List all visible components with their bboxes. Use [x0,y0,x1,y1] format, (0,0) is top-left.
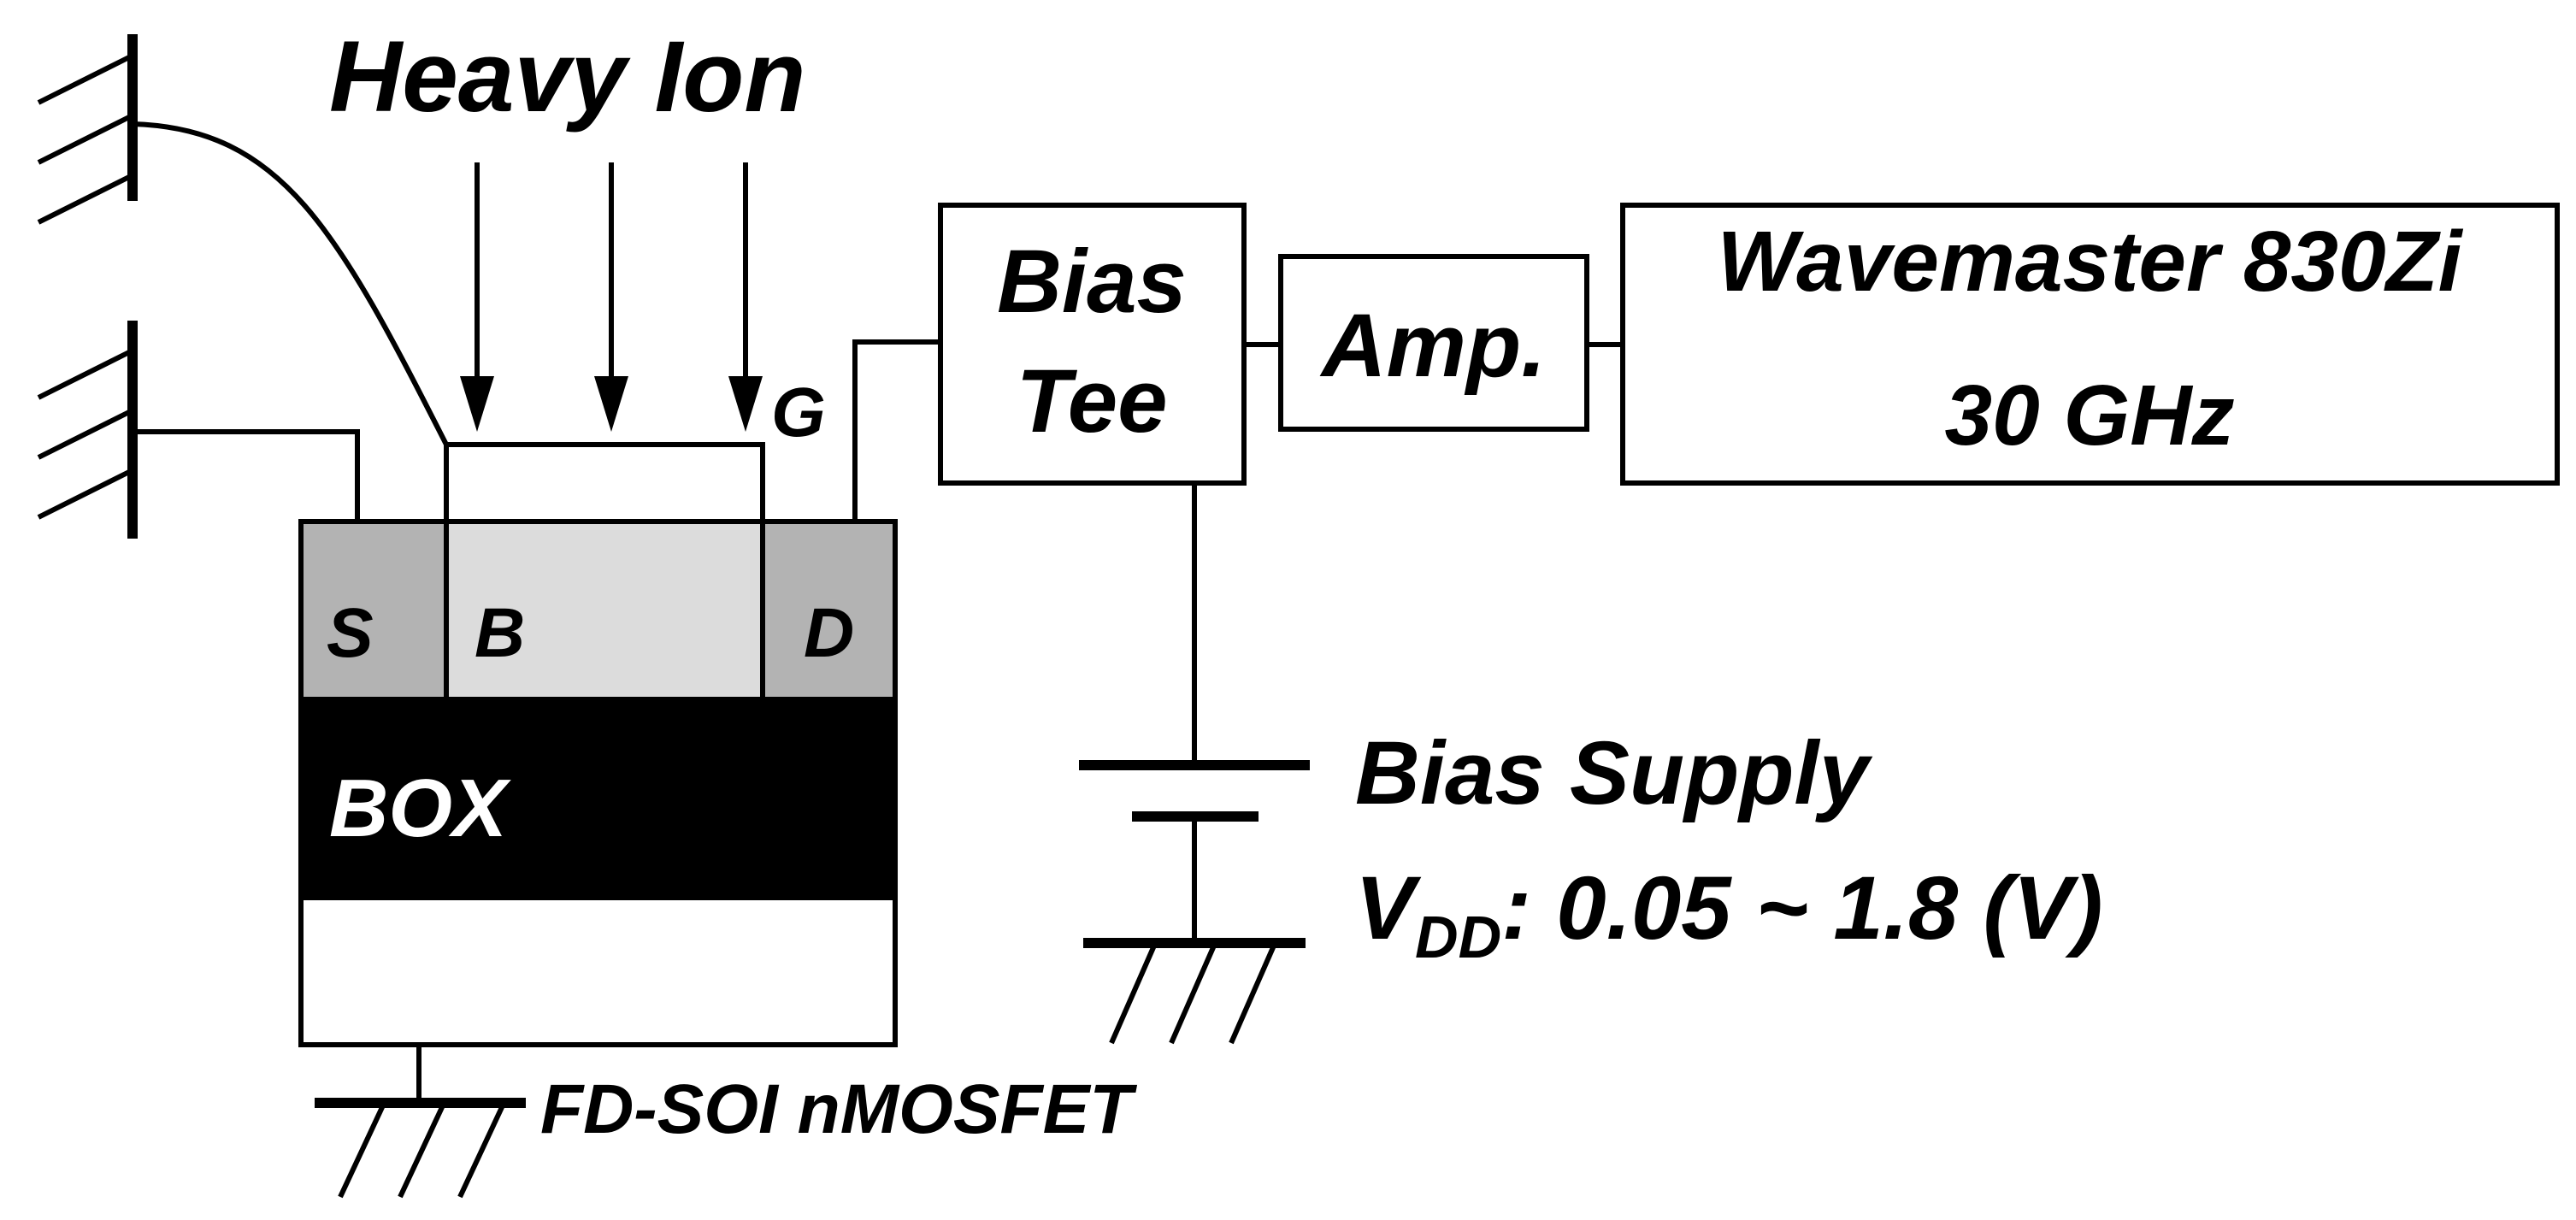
device-caption: FD-SOI nMOSFET [540,1070,1137,1148]
fd-soi-device [298,519,898,1047]
ground-symbol-lower [37,321,138,539]
substrate-ground-symbol [315,1045,526,1199]
heavy-ion-title: Heavy Ion [329,21,805,133]
ion-arrow [728,162,763,432]
ion-arrow [460,162,494,432]
vdd-value: : 0.05 ~ 1.8 (V) [1501,858,2102,958]
box-label: BOX [329,763,511,854]
vdd-symbol: V [1355,858,1422,958]
bias-supply-title: Bias Supply [1355,723,1873,823]
substrate-layer [298,895,898,1047]
vdd-subscript: DD [1415,904,1501,970]
drain-bias-tee-wire [852,339,940,522]
supply-ground-symbol [1083,938,1306,1045]
source-ground-wire [133,429,360,522]
bias-tee-label-line1: Bias [997,232,1187,332]
heavy-ion-arrows [460,162,763,432]
drain-label: D [804,594,854,672]
oscilloscope-label-line1: Wavemaster 830Zi [1718,214,2464,309]
bias-tee-label-line2: Tee [1016,351,1167,451]
buried-oxide-layer [301,699,895,898]
amplifier-label: Amp. [1319,296,1547,396]
oscilloscope-label-line2: 30 GHz [1944,368,2234,463]
body-label: B [475,594,525,672]
gate-label: G [771,374,826,451]
ion-arrow [594,162,628,432]
oscilloscope-box [1620,203,2560,486]
body-contact [444,442,765,524]
vdd-range-label: VDD: 0.05 ~ 1.8 (V) [1355,858,2102,970]
ground-symbol-upper [37,34,138,225]
battery-symbol [1079,760,1310,940]
device-outline [298,519,898,1047]
source-label: S [327,594,374,672]
body-ground-wire [132,121,449,446]
source-region [298,519,449,702]
